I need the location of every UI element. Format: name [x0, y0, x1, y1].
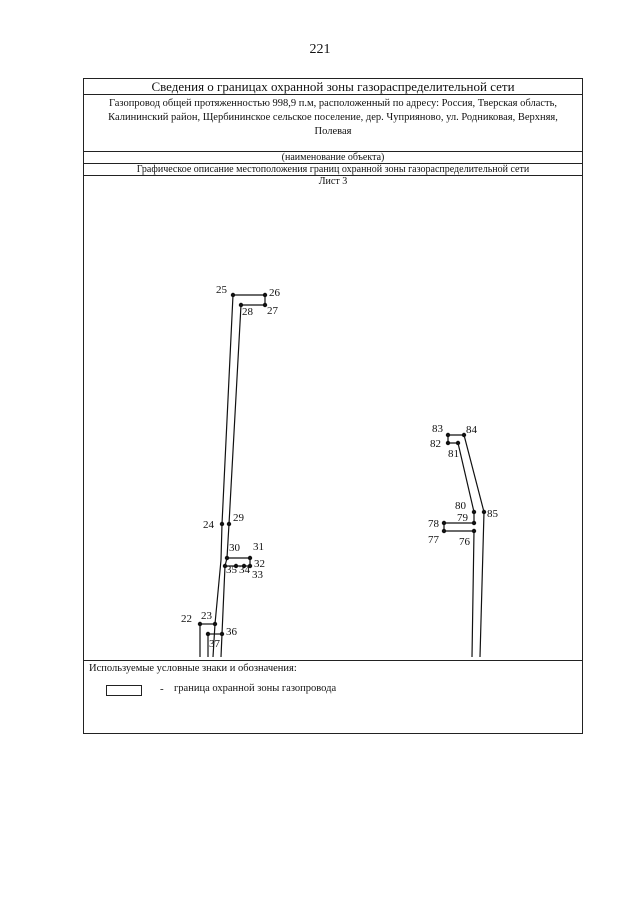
point-label-31: 31	[253, 541, 264, 553]
legend-title: Используемые условные знаки и обозначени…	[89, 663, 297, 674]
point-labels: 25 26 27 28 24 29 30 31 32 33 34 35 22 2…	[181, 284, 499, 650]
point-label-81: 81	[448, 448, 459, 460]
point-label-34: 34	[239, 564, 251, 576]
point-label-32: 32	[254, 558, 265, 570]
legend-dash: -	[160, 683, 164, 695]
page-number: 221	[309, 42, 331, 57]
sheet-label: Лист 3	[318, 176, 348, 187]
point-label-24: 24	[203, 519, 215, 531]
boundary-points	[197, 292, 487, 637]
document-title: Сведения о границах охранной зоны газора…	[84, 79, 582, 95]
point-label-83: 83	[432, 423, 444, 435]
point-label-79: 79	[457, 512, 469, 524]
point-label-23: 23	[201, 610, 213, 622]
point-label-76: 76	[459, 536, 471, 548]
legend-boundary-label: граница охранной зоны газопровода	[174, 683, 337, 694]
point-label-28: 28	[242, 306, 254, 318]
point-label-85: 85	[487, 508, 499, 520]
point-label-37: 37	[209, 638, 221, 650]
point-label-78: 78	[428, 518, 440, 530]
document-frame: Сведения о границах охранной зоны газора…	[83, 78, 583, 734]
point-label-25: 25	[216, 284, 228, 296]
point-label-36: 36	[226, 626, 238, 638]
point-label-27: 27	[267, 305, 279, 317]
point-label-26: 26	[269, 287, 281, 299]
point-label-77: 77	[428, 534, 440, 546]
point-label-82: 82	[430, 438, 441, 450]
object-description: Газопровод общей протяженностью 998,9 п.…	[84, 95, 582, 152]
point-label-22: 22	[181, 613, 192, 625]
graphic-description-title: Графическое описание местоположения гран…	[84, 164, 582, 176]
object-name-caption: (наименование объекта)	[84, 152, 582, 164]
point-label-35: 35	[226, 564, 238, 576]
legend-section: Используемые условные знаки и обозначени…	[84, 660, 582, 734]
point-label-30: 30	[229, 542, 241, 554]
point-label-33: 33	[252, 569, 264, 581]
left-zone-boundary	[199, 294, 266, 658]
point-label-80: 80	[455, 500, 467, 512]
point-label-84: 84	[466, 424, 478, 436]
boundary-symbol-icon	[106, 685, 142, 696]
point-label-29: 29	[233, 512, 245, 524]
